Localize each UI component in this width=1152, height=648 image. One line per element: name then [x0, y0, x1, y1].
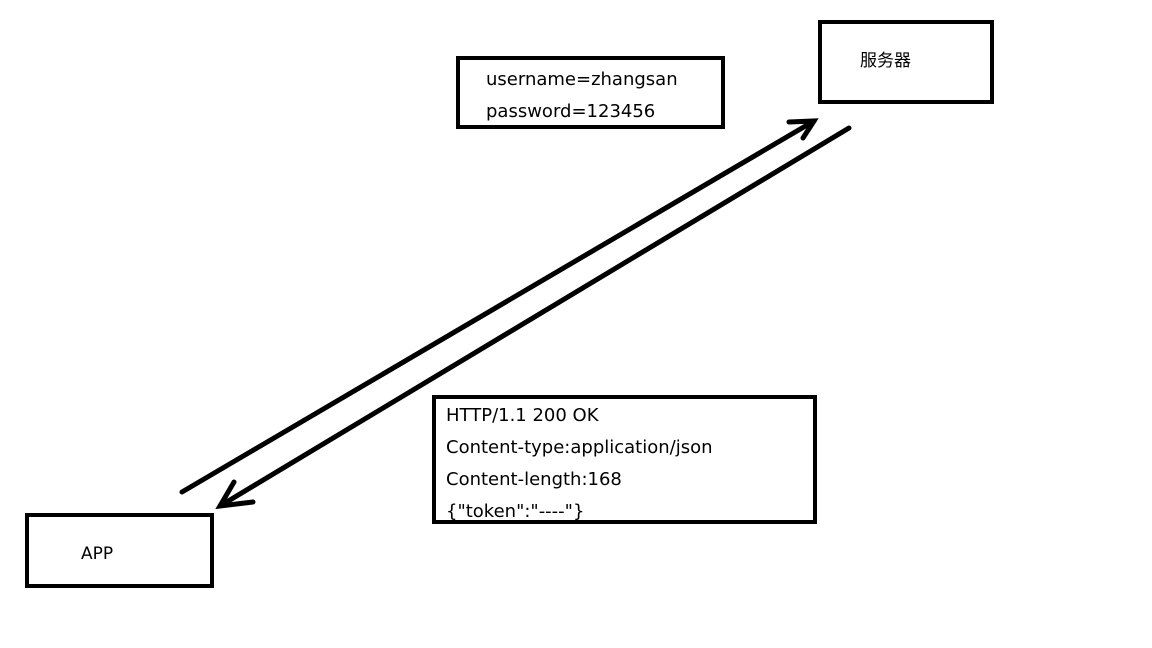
- server-node: 服务器: [818, 20, 994, 104]
- response-payload-box: HTTP/1.1 200 OK Content-type:application…: [432, 395, 817, 524]
- request-line-password: password=123456: [486, 101, 656, 122]
- response-arrow: [215, 125, 852, 510]
- response-line-content-length: Content-length:168: [446, 469, 622, 490]
- response-line-body: {"token":"----"}: [446, 501, 585, 522]
- request-payload-box: username=zhangsan password=123456: [456, 56, 725, 129]
- app-label: APP: [81, 544, 114, 564]
- server-label: 服务器: [860, 51, 911, 71]
- response-line-status: HTTP/1.1 200 OK: [446, 405, 599, 426]
- request-line-username: username=zhangsan: [486, 69, 678, 90]
- request-arrow: [179, 118, 819, 495]
- response-line-content-type: Content-type:application/json: [446, 437, 713, 458]
- app-node: APP: [25, 513, 214, 588]
